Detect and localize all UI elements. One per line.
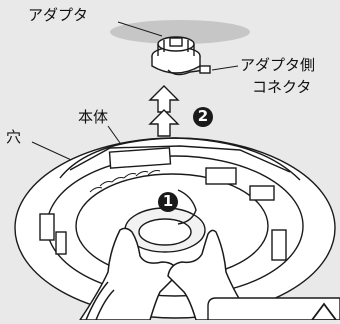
adapter-connector-label-line2: コネクタ — [252, 78, 312, 96]
step-2-number: 2 — [197, 107, 209, 125]
up-arrow-icon — [148, 85, 180, 137]
adapter-illustration — [151, 36, 211, 76]
adapter-label: アダプタ — [28, 6, 89, 24]
main-body-illustration — [14, 137, 336, 319]
warning-box — [207, 297, 340, 321]
adapter-connector-label-line1: アダプタ側 — [240, 56, 316, 74]
step-2-badge — [193, 107, 213, 127]
ceiling-shadow — [110, 20, 250, 44]
body-label: 本体 — [78, 108, 109, 126]
hole-label: 穴 — [6, 128, 22, 146]
step-1-badge — [158, 192, 178, 212]
step-1-number: 1 — [162, 192, 174, 210]
